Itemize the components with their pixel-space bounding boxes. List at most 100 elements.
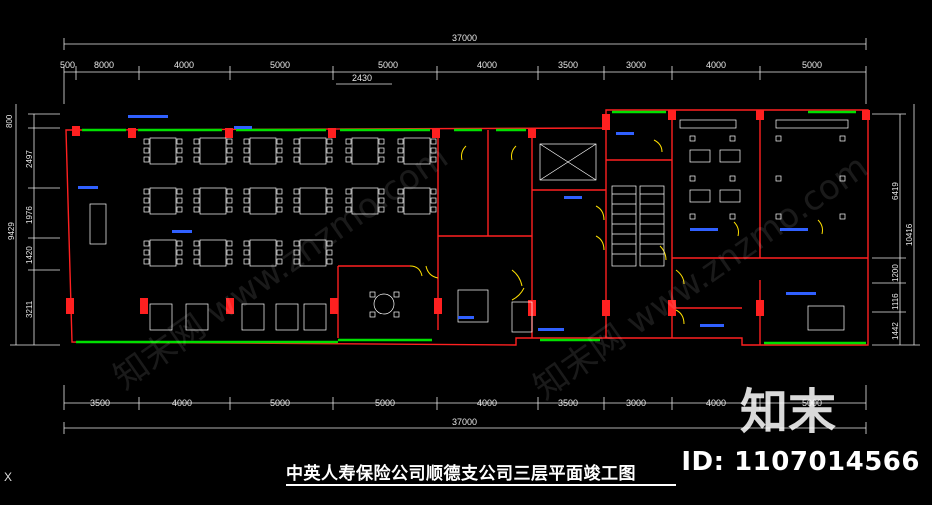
title-underline: [286, 484, 676, 486]
chair: [276, 240, 283, 247]
dim-right-seg: 1200: [891, 264, 900, 282]
chair: [243, 249, 250, 256]
desk-cluster: [199, 137, 227, 165]
chair: [176, 249, 183, 256]
dimension-layer: [10, 38, 920, 434]
chair: [276, 188, 283, 195]
chair: [345, 197, 352, 204]
room-labels-layer: [78, 115, 816, 331]
dim-top-seg: 5000: [378, 60, 398, 70]
desk-cluster: [249, 239, 277, 267]
chair: [243, 188, 250, 195]
chair: [143, 138, 150, 145]
desk-cluster: [249, 187, 277, 215]
workstation: [241, 303, 265, 331]
dim-bottom-total: 37000: [452, 417, 477, 427]
chair: [243, 197, 250, 204]
chair: [276, 206, 283, 213]
dim-left-seg: 3211: [25, 300, 34, 318]
chair: [378, 156, 385, 163]
desk-cluster: [403, 137, 431, 165]
chair: [369, 291, 376, 298]
chair: [226, 249, 233, 256]
chair: [293, 147, 300, 154]
chair: [397, 156, 404, 163]
chair: [839, 135, 846, 142]
dim-bottom-seg: 5000: [270, 398, 290, 408]
chair: [293, 240, 300, 247]
chair: [226, 138, 233, 145]
chair: [276, 147, 283, 154]
dim-bottom-seg: 4000: [706, 398, 726, 408]
chair: [193, 206, 200, 213]
chair: [689, 135, 696, 142]
chair: [226, 156, 233, 163]
chair: [397, 138, 404, 145]
chair: [226, 206, 233, 213]
dim-top-seg: 3000: [626, 60, 646, 70]
chair: [293, 249, 300, 256]
chair: [393, 291, 400, 298]
dim-right-seg: 1442: [891, 322, 900, 340]
chair: [378, 138, 385, 145]
chair: [775, 135, 782, 142]
dim-bottom-seg: 3500: [90, 398, 110, 408]
chair: [378, 197, 385, 204]
chair: [176, 258, 183, 265]
chair: [276, 138, 283, 145]
chair: [176, 206, 183, 213]
chair: [193, 240, 200, 247]
desk-cluster: [249, 137, 277, 165]
chair: [326, 249, 333, 256]
chair: [193, 197, 200, 204]
chair: [393, 311, 400, 318]
chair: [345, 156, 352, 163]
chair: [430, 138, 437, 145]
dim-right-seg: 1116: [891, 293, 900, 310]
chair: [193, 258, 200, 265]
chair: [378, 147, 385, 154]
chair: [326, 147, 333, 154]
dim-top-seg: 4000: [174, 60, 194, 70]
dim-right-seg: 6419: [891, 182, 900, 200]
desk-cluster: [299, 239, 327, 267]
chair: [345, 188, 352, 195]
chair: [276, 197, 283, 204]
doors-layer: [409, 139, 823, 325]
dim-top-seg: 5000: [270, 60, 290, 70]
workstation: [149, 303, 173, 331]
dim-top-seg: 3500: [558, 60, 578, 70]
chair: [293, 138, 300, 145]
workstation: [185, 303, 209, 331]
dim-left-seg: 1976: [25, 206, 34, 224]
windows-layer: [76, 110, 866, 345]
columns-layer: [66, 110, 870, 316]
chair: [326, 240, 333, 247]
chair: [226, 240, 233, 247]
chair: [143, 206, 150, 213]
chair: [176, 138, 183, 145]
chair: [326, 206, 333, 213]
chair: [397, 188, 404, 195]
dim-top-seg: 8000: [94, 60, 114, 70]
chair: [430, 156, 437, 163]
chair: [326, 156, 333, 163]
desk-cluster: [351, 137, 379, 165]
chair: [226, 258, 233, 265]
chair: [345, 138, 352, 145]
chair: [729, 175, 736, 182]
chair: [689, 175, 696, 182]
chair: [193, 156, 200, 163]
chair: [326, 197, 333, 204]
chair: [243, 240, 250, 247]
chair: [326, 138, 333, 145]
chair: [143, 197, 150, 204]
dim-left-seg: 800: [5, 114, 14, 128]
dim-top-seg: 4000: [477, 60, 497, 70]
chair: [176, 240, 183, 247]
chair: [839, 175, 846, 182]
chair: [176, 156, 183, 163]
chair: [397, 206, 404, 213]
chair: [243, 206, 250, 213]
